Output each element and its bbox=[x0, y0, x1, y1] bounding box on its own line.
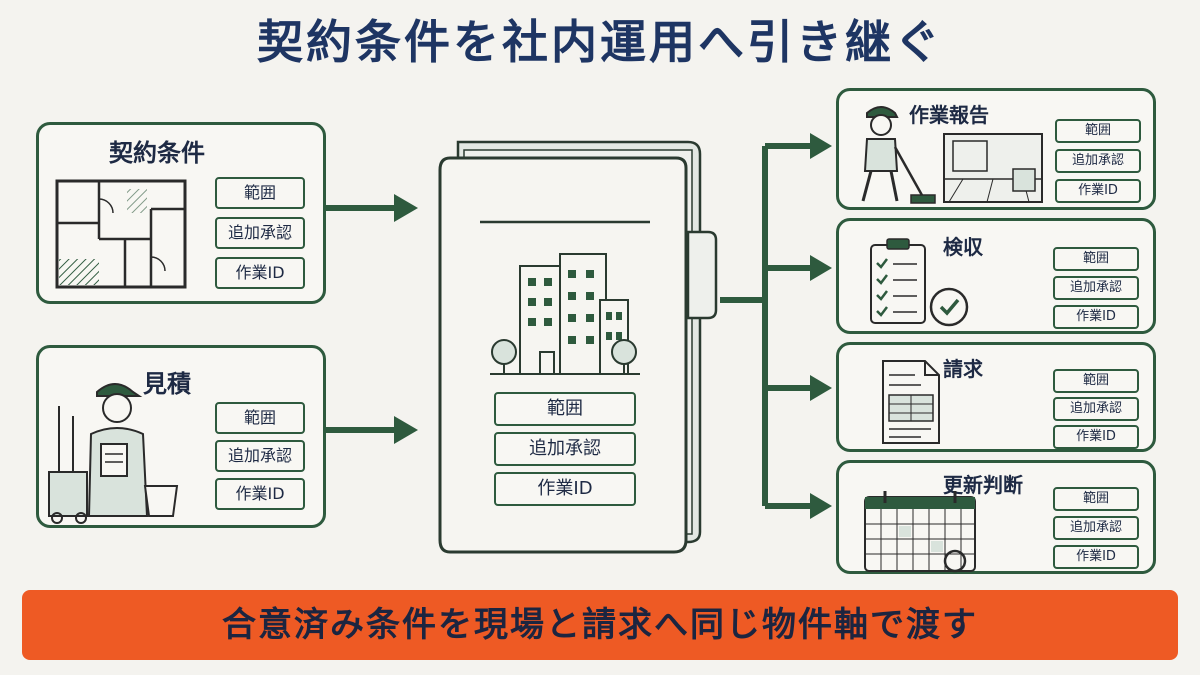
page-title: 契約条件を社内運用へ引き継ぐ bbox=[257, 15, 943, 69]
invoice-document-icon bbox=[882, 360, 940, 444]
tag-scope: 範囲 bbox=[215, 402, 305, 434]
target-card-billing: 請求 範囲 追加承認 作業ID bbox=[836, 342, 1156, 452]
tag-additional-approval: 追加承認 bbox=[1053, 397, 1139, 421]
target-card-work-report: 作業報告 範囲 追加承認 作業ID bbox=[836, 88, 1156, 210]
clean-room-photo-icon bbox=[943, 133, 1043, 203]
target-card-renewal-decision: 更新判断 範囲 追加承認 作業ID bbox=[836, 460, 1156, 574]
checklist-clipboard-icon bbox=[870, 238, 969, 327]
tag-work-id: 作業ID bbox=[215, 257, 305, 289]
source-card-estimate: 見積 範囲 追加承認 作業ID bbox=[36, 345, 326, 528]
card-title: 検収 bbox=[943, 235, 983, 259]
tag-scope: 範囲 bbox=[1053, 487, 1139, 511]
tag-additional-approval: 追加承認 bbox=[1055, 149, 1141, 173]
worker-with-clipboard-icon bbox=[48, 383, 179, 524]
tag-scope: 範囲 bbox=[1053, 369, 1139, 393]
tag-work-id: 作業ID bbox=[1053, 425, 1139, 449]
card-title: 契約条件 bbox=[109, 139, 205, 167]
tag-scope: 範囲 bbox=[215, 177, 305, 209]
tag-additional-approval: 追加承認 bbox=[1053, 276, 1139, 300]
tag-additional-approval: 追加承認 bbox=[215, 217, 305, 249]
card-title: 見積 bbox=[143, 370, 191, 398]
tag-work-id: 作業ID bbox=[1055, 179, 1141, 203]
source-card-contract: 契約条件 範囲 追加承認 作業ID bbox=[36, 122, 326, 304]
cleaning-worker-icon bbox=[861, 106, 936, 204]
card-title: 請求 bbox=[943, 357, 983, 381]
hub-tag-additional-approval: 追加承認 bbox=[494, 432, 636, 466]
target-card-inspection: 検収 範囲 追加承認 作業ID bbox=[836, 218, 1156, 334]
floor-plan-icon bbox=[55, 179, 187, 289]
tag-work-id: 作業ID bbox=[1053, 305, 1139, 329]
tag-additional-approval: 追加承認 bbox=[1053, 516, 1139, 540]
tag-work-id: 作業ID bbox=[215, 478, 305, 510]
summary-banner: 合意済み条件を現場と請求へ同じ物件軸で渡す bbox=[22, 590, 1178, 660]
tag-scope: 範囲 bbox=[1053, 247, 1139, 271]
hub-tag-scope: 範囲 bbox=[494, 392, 636, 426]
hub-tag-work-id: 作業ID bbox=[494, 472, 636, 506]
tag-work-id: 作業ID bbox=[1053, 545, 1139, 569]
calendar-icon bbox=[864, 491, 976, 573]
tag-additional-approval: 追加承認 bbox=[215, 440, 305, 472]
tag-scope: 範囲 bbox=[1055, 119, 1141, 143]
card-title: 作業報告 bbox=[909, 103, 989, 127]
